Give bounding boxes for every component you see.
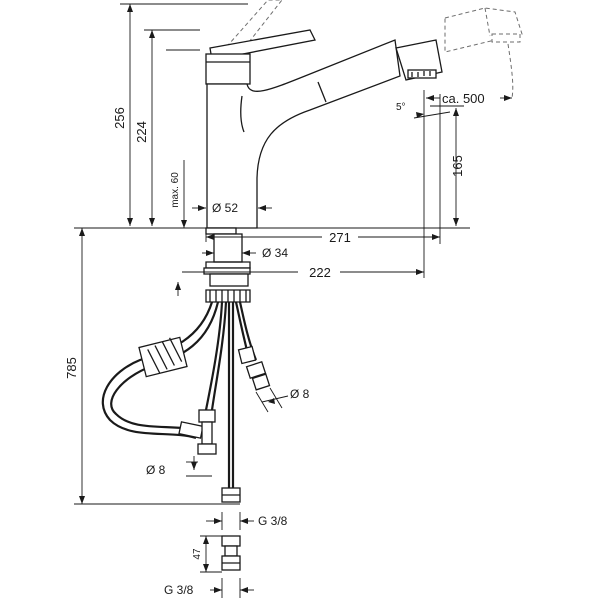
dim-max60-label: max. 60	[170, 172, 181, 208]
dim-angle5-label: 5°	[396, 102, 406, 113]
dim-g38-top-label: G 3/8	[258, 514, 288, 528]
ghost-pullout-position	[221, 0, 523, 99]
dim-785-label: 785	[64, 357, 79, 379]
dim-47-label: 47	[192, 548, 203, 560]
dim-224-label: 224	[134, 121, 149, 143]
faucet-body	[205, 29, 443, 229]
washer	[203, 267, 251, 275]
bottom-adapter	[221, 535, 241, 571]
dimension-lines	[74, 3, 512, 598]
left-supply-nut	[198, 409, 216, 423]
supply-hoses	[197, 301, 271, 503]
right-supply-nut-b	[251, 373, 271, 391]
dim-ca500-label: ca. 500	[442, 91, 485, 106]
dim-d52-label: Ø 52	[212, 201, 238, 215]
mounting-parts	[203, 227, 251, 303]
right-supply-nut-a	[237, 345, 257, 365]
mounting-nut	[209, 273, 249, 287]
faucet-column-and-spout	[206, 39, 401, 229]
dim-165-label: 165	[450, 155, 465, 177]
base-plate	[205, 227, 237, 235]
pullout-hose	[101, 301, 220, 440]
dimension-labels: 256 224 max. 60 Ø 52 271 Ø 34 222 165 5°…	[64, 91, 485, 597]
dim-271-label: 271	[329, 230, 351, 245]
dim-d34-label: Ø 34	[262, 246, 288, 260]
dim-d8-left-label: Ø 8	[146, 463, 166, 477]
threaded-shank	[213, 233, 243, 263]
dim-g38-bottom-label: G 3/8	[164, 583, 194, 597]
dim-222-label: 222	[309, 265, 331, 280]
cartridge-cap	[205, 53, 251, 85]
dim-d8-right-label: Ø 8	[290, 387, 310, 401]
dim-256-label: 256	[112, 107, 127, 129]
